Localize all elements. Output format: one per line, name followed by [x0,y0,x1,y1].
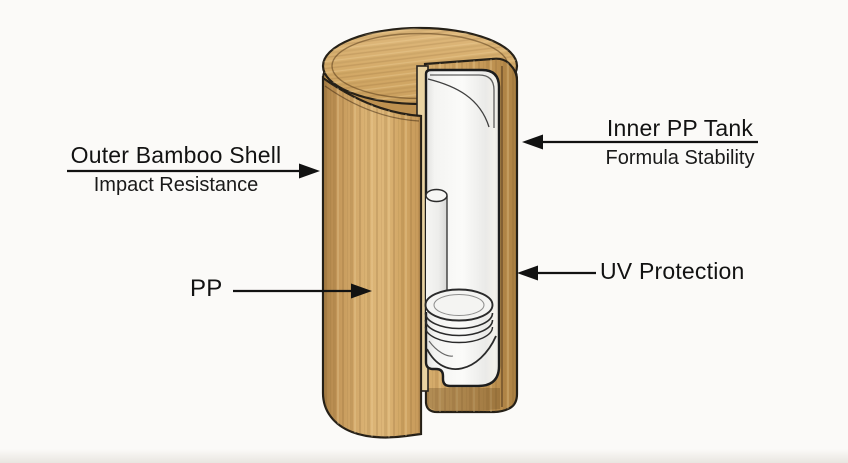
uv-title: UV Protection [600,258,745,284]
pp-title: PP [190,275,223,302]
callout-inner-pp-tank: Inner PP Tank Formula Stability [570,116,790,169]
inner-tank-title: Inner PP Tank [606,115,754,141]
piston [424,288,497,370]
callout-uv-protection: UV Protection [600,259,745,284]
outer-shell-subtitle: Impact Resistance [93,173,259,196]
outer-shell-front [321,75,423,439]
outer-shell-title: Outer Bamboo Shell [70,142,282,168]
arrows-group [67,134,758,299]
inner-tank-subtitle: Formula Stability [605,146,755,169]
callout-outer-bamboo-shell: Outer Bamboo Shell Impact Resistance [56,143,296,196]
inner-tank-group [424,68,501,388]
callout-pp: PP [190,276,222,302]
